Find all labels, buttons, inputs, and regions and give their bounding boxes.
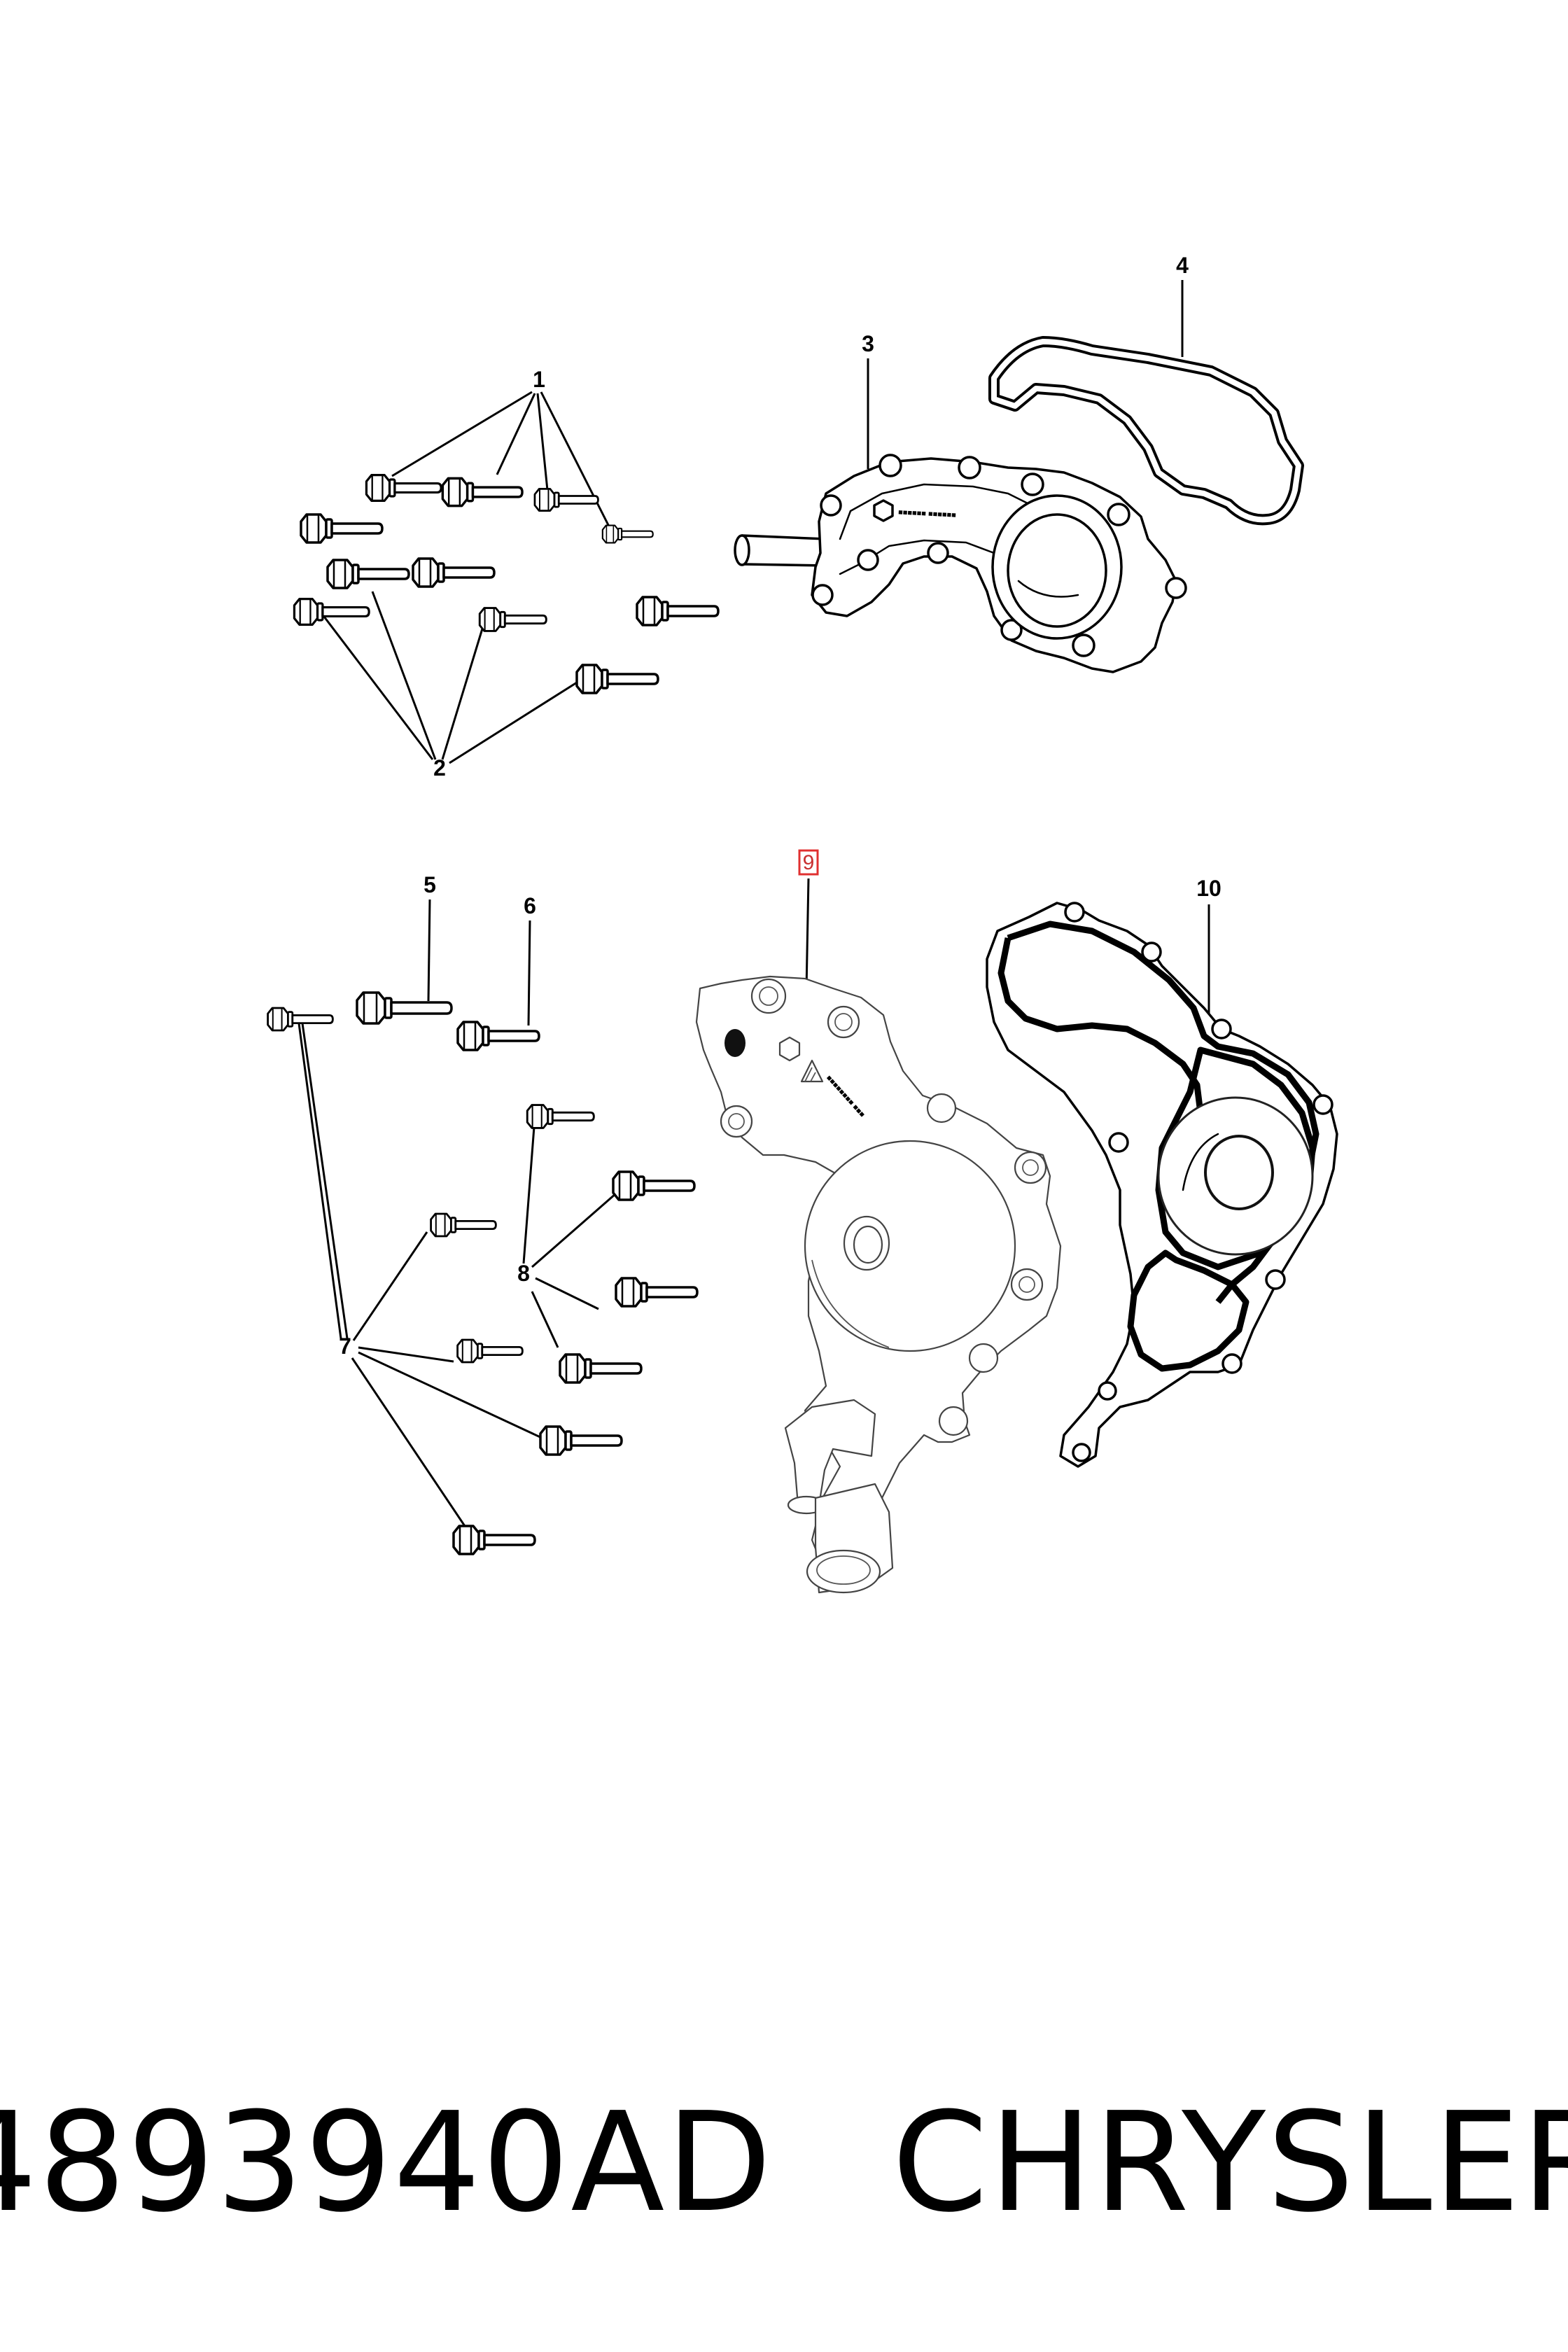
leader-line-6 — [527, 920, 531, 1026]
bolt-5 — [356, 991, 453, 1025]
callout-3[interactable]: 3 — [862, 331, 874, 356]
thermostat-gasket — [988, 336, 1304, 526]
svg-text:■■■■■■ ■■■■■■: ■■■■■■ ■■■■■■ — [898, 508, 956, 519]
callout-9[interactable]: 9 — [803, 851, 815, 874]
leader-line-5 — [427, 899, 431, 1002]
leader-lines-2 — [321, 591, 583, 764]
callout-2[interactable]: 2 — [433, 755, 446, 780]
water-pump: ■■■■■■■■ ■■■ — [695, 975, 1062, 1594]
bolts-8 — [526, 1104, 699, 1384]
part-number: 4893940AD — [0, 2083, 774, 2243]
water-pump-gasket — [986, 902, 1338, 1468]
bolt-6 — [456, 1021, 540, 1051]
leader-lines-7 — [298, 1023, 544, 1535]
callout-7[interactable]: 7 — [339, 1334, 351, 1359]
bolts-2 — [293, 513, 720, 694]
callout-8[interactable]: 8 — [517, 1261, 530, 1286]
leader-lines-1 — [391, 391, 610, 527]
callout-4[interactable]: 4 — [1176, 253, 1189, 278]
callout-6[interactable]: 6 — [524, 893, 536, 918]
callout-10[interactable]: 10 — [1196, 876, 1222, 901]
callout-1[interactable]: 1 — [533, 367, 545, 392]
leader-lines-8 — [522, 1126, 617, 1348]
thermostat-housing: ■■■■■■ ■■■■■■ — [734, 454, 1187, 673]
bolts-7 — [267, 1007, 623, 1555]
brand-name: CHRYSLER — [892, 2083, 1568, 2243]
callout-9-highlight — [798, 849, 819, 876]
callout-5[interactable]: 5 — [424, 872, 436, 897]
footer: 4893940AD CHRYSLER — [0, 2072, 1568, 2254]
bolts-1 — [365, 473, 654, 544]
leader-line-9 — [805, 878, 810, 991]
